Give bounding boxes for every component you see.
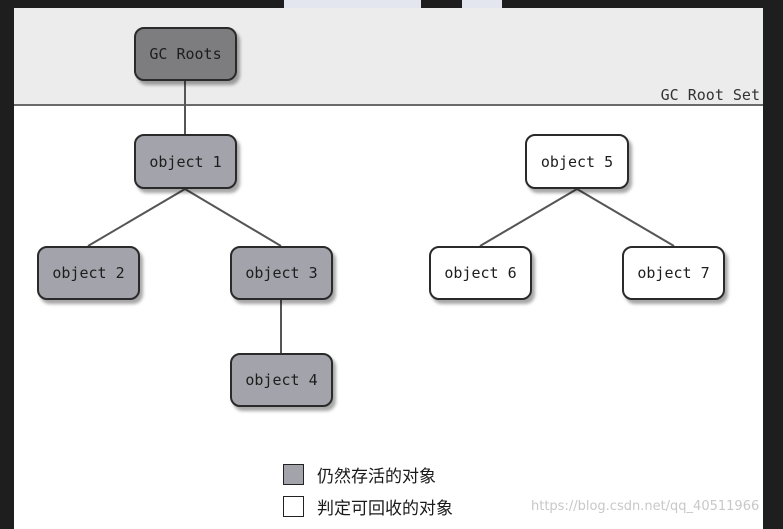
node-object-5: object 5 xyxy=(525,134,629,189)
node-object-2: object 2 xyxy=(37,246,140,300)
top-tab-strip-small xyxy=(462,0,502,10)
node-object-3: object 3 xyxy=(230,246,333,300)
edge-object5-object6 xyxy=(479,188,578,247)
node-object-4: object 4 xyxy=(230,353,333,407)
legend-alive-label: 仍然存活的对象 xyxy=(317,467,436,487)
node-gc-roots: GC Roots xyxy=(134,27,237,81)
legend-collectable-label: 判定可回收的对象 xyxy=(317,499,453,519)
edge-object1-object2 xyxy=(87,188,186,247)
watermark-text: https://blog.csdn.net/qq_40511966 xyxy=(531,499,760,514)
legend-alive-swatch xyxy=(283,464,304,485)
gc-root-set-divider xyxy=(14,104,763,106)
node-object-6: object 6 xyxy=(429,246,532,300)
edge-object5-object7 xyxy=(576,188,675,247)
legend-collectable-swatch xyxy=(283,496,304,517)
node-object-1: object 1 xyxy=(134,134,237,189)
legend-alive: 仍然存活的对象 xyxy=(283,462,436,487)
gc-root-set-label: GC Root Set xyxy=(660,86,760,104)
top-tab-strip xyxy=(284,0,421,10)
edge-object1-object3 xyxy=(184,188,282,247)
node-object-7: object 7 xyxy=(622,246,725,300)
legend-collectable: 判定可回收的对象 xyxy=(283,494,453,519)
